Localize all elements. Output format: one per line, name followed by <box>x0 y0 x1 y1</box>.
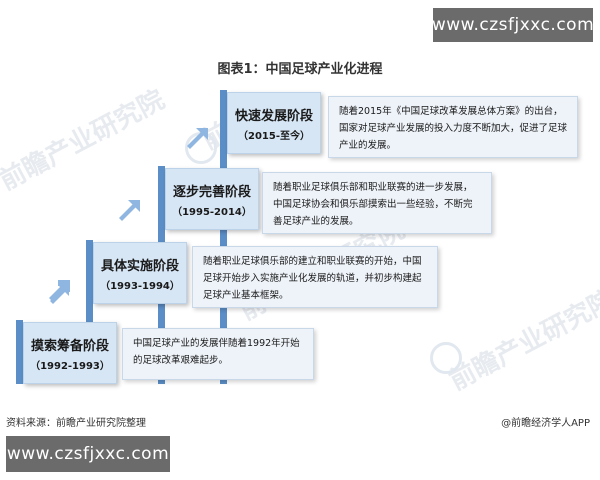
stage-name: 快速发展阶段 <box>234 108 313 124</box>
step-arrow-icon <box>187 128 208 149</box>
stage-description-gradual-improvement: 随着职业足球俱乐部和职业联赛的进一步发展，中国足球协会和俱乐部摸索出一些经验，不… <box>262 172 492 234</box>
step-arrow-icon <box>119 200 140 221</box>
diagram-title: 图表1：中国足球产业化进程 <box>217 62 383 77</box>
source-note: 资料来源：前瞻产业研究院整理 <box>6 418 146 429</box>
background-watermark: 前瞻产业研究院 <box>444 284 600 397</box>
site-watermark-top: www.czsfjxxc.com <box>432 8 594 42</box>
stage-period: （1992-1993） <box>30 360 110 372</box>
site-watermark-bottom: www.czsfjxxc.com <box>6 436 170 472</box>
stage-period: （1993-1994） <box>100 280 180 292</box>
stage-description-concrete-implementation: 随着职业足球俱乐部的建立和职业联赛的开始，中国足球开始步入实施产业化发展的轨道，… <box>192 246 438 308</box>
stage-name: 摸索筹备阶段 <box>30 338 109 354</box>
brand-credit: @前瞻经济学人APP <box>501 418 590 429</box>
stage-box-concrete-implementation: 具体实施阶段 （1993-1994） <box>93 242 187 304</box>
step-bar <box>16 320 23 384</box>
stage-box-exploration: 摸索筹备阶段 （1992-1993） <box>23 322 117 384</box>
background-logo-icon <box>430 342 462 374</box>
stage-period: （1995-2014） <box>172 206 252 218</box>
stage-description-fast-development: 随着2015年《中国足球改革发展总体方案》的出台，国家对足球产业发展的投入力度不… <box>328 96 578 158</box>
step-bar <box>220 90 227 384</box>
stage-name: 具体实施阶段 <box>100 258 179 274</box>
stage-box-gradual-improvement: 逐步完善阶段 （1995-2014） <box>165 168 259 230</box>
stage-period: （2015-至今） <box>238 130 310 142</box>
stage-name: 逐步完善阶段 <box>172 184 251 200</box>
background-watermark: 前瞻产业研究院 <box>0 84 170 197</box>
stage-description-exploration: 中国足球产业的发展伴随着1992年开始的足球改革艰难起步。 <box>122 328 314 380</box>
step-arrow-icon <box>50 285 69 304</box>
step-bar <box>86 240 93 384</box>
stage-box-fast-development: 快速发展阶段 （2015-至今） <box>227 92 321 154</box>
